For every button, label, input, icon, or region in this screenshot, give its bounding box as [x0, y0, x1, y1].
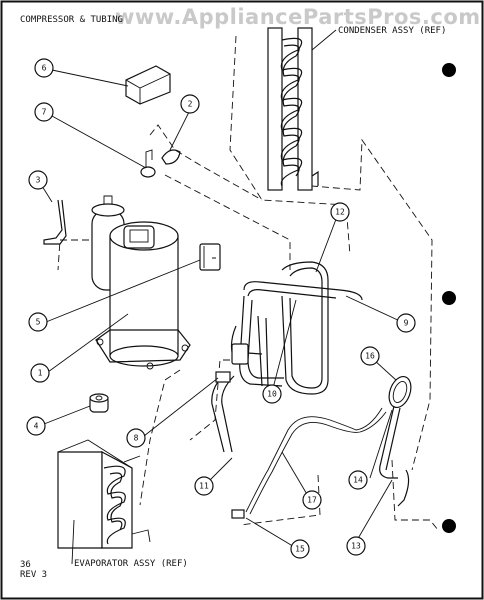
condenser-label: CONDENSER ASSY (REF)	[338, 26, 446, 36]
callout-17: 17	[302, 490, 322, 510]
callout-14: 14	[348, 470, 368, 490]
compressor	[91, 195, 191, 370]
svg-text:3: 3	[36, 176, 41, 185]
page-title: COMPRESSOR & TUBING	[20, 15, 123, 25]
svg-text:16: 16	[365, 352, 375, 361]
svg-text:10: 10	[267, 390, 277, 399]
callout-4: 4	[26, 416, 46, 436]
callout-6: 6	[34, 58, 54, 78]
svg-text:5: 5	[36, 318, 41, 327]
svg-text:8: 8	[134, 434, 139, 443]
svg-text:12: 12	[335, 208, 345, 217]
clip-part	[161, 149, 181, 165]
callout-10: 10	[262, 384, 282, 404]
svg-text:2: 2	[188, 100, 193, 109]
callout-13: 13	[346, 536, 366, 556]
callout-5: 5	[28, 312, 48, 332]
callout-7: 7	[34, 102, 54, 122]
evaporator-assembly	[57, 439, 151, 549]
grommet	[89, 393, 109, 413]
watermark: www.AppliancePartsPros.com	[115, 5, 481, 29]
svg-text:7: 7	[42, 108, 47, 117]
callout-8: 8	[126, 428, 146, 448]
overload-protector	[140, 149, 156, 178]
svg-text:17: 17	[307, 496, 317, 505]
callout-15: 15	[290, 539, 310, 559]
cap-part	[125, 65, 171, 105]
callout-9: 9	[396, 313, 416, 333]
revision: REV 3	[20, 570, 47, 580]
evaporator-label: EVAPORATOR ASSY (REF)	[74, 559, 188, 569]
condenser-assembly	[267, 27, 319, 191]
condenser-leader	[311, 29, 337, 51]
routing-lines	[57, 35, 439, 531]
callout-12: 12	[330, 202, 350, 222]
callout-1: 1	[30, 363, 50, 383]
terminal-box	[199, 243, 221, 271]
registration-dot-bottom	[442, 519, 456, 533]
callout-11: 11	[194, 476, 214, 496]
bracket-part	[43, 199, 67, 245]
registration-dot-middle	[442, 291, 456, 305]
tubing-cluster	[211, 261, 363, 453]
svg-text:15: 15	[295, 545, 305, 554]
registration-dot-top	[442, 63, 456, 77]
svg-text:13: 13	[351, 542, 361, 551]
capillary-assembly	[231, 375, 412, 519]
leader-lines	[41, 69, 403, 549]
svg-text:11: 11	[199, 482, 209, 491]
callout-16: 16	[360, 346, 380, 366]
callout-3: 3	[28, 170, 48, 190]
svg-text:1: 1	[38, 369, 43, 378]
svg-text:6: 6	[42, 64, 47, 73]
evaporator-leader	[71, 519, 75, 565]
callout-2: 2	[180, 94, 200, 114]
page-number: 36	[20, 560, 31, 570]
svg-text:9: 9	[404, 319, 409, 328]
svg-text:4: 4	[34, 422, 39, 431]
svg-text:14: 14	[353, 476, 363, 485]
